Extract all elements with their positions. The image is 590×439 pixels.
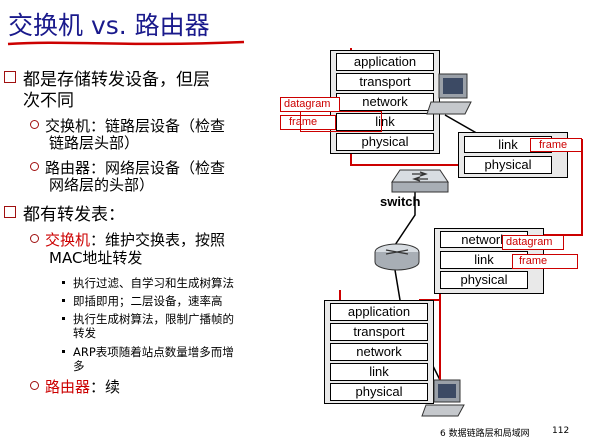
bullet-1: 都是存储转发设备，但层 — [4, 70, 210, 91]
switch-table-line2: MAC地址转发 — [49, 249, 143, 267]
footer-page-number: 112 — [552, 426, 570, 436]
dot-bullet-icon — [62, 350, 65, 353]
tertiary-item: 即插即用；二层设备，速率高 — [62, 294, 223, 308]
sub-bullet-switch-line2: 链路层头部） — [49, 134, 140, 152]
sub-bullet-router-table: 路由器：续 — [30, 379, 120, 396]
computer-icon — [426, 73, 472, 115]
switch-table-rest: ：维护交换表，按照 — [90, 231, 226, 249]
tag-frame-router: frame — [512, 254, 578, 269]
switch-caption: switch — [380, 194, 421, 209]
bottom-layer-application: application — [330, 303, 428, 321]
switch-label-red: 交换机 — [45, 231, 91, 249]
tertiary-item: 执行生成树算法，限制广播帧的 — [62, 312, 234, 326]
dot-bullet-icon — [62, 317, 65, 320]
sub-bullet-router-line2: 网络层的头部） — [49, 176, 155, 194]
tag-datagram-router: datagram — [502, 235, 564, 250]
tertiary-item: ARP表项随着站点数量增多而增 — [62, 345, 234, 359]
sub-bullet-router-line1: 路由器：网络层设备（检查 — [45, 159, 226, 177]
tertiary-text-4-line2: 多 — [73, 359, 85, 373]
tertiary-text-4: ARP表项随着站点数量增多而增 — [73, 345, 234, 359]
bullet-1-line1: 都是存储转发设备，但层 — [23, 70, 210, 90]
layer-link: link — [336, 113, 434, 131]
ring-bullet-icon — [30, 162, 39, 171]
bullet-2-text: 都有转发表： — [23, 205, 125, 225]
bullet-2: 都有转发表： — [4, 205, 125, 226]
router-table-rest: ：续 — [90, 378, 121, 396]
switch-layer-physical: physical — [464, 156, 552, 174]
layer-network: network — [336, 93, 434, 111]
bottom-layer-transport: transport — [330, 323, 428, 341]
tertiary-text-3-line2: 转发 — [73, 326, 96, 340]
tertiary-item: 执行过滤、自学习和生成树算法 — [62, 276, 234, 290]
router-icon — [374, 243, 420, 271]
dot-bullet-icon — [62, 281, 65, 284]
page-title: 交换机 vs. 路由器 — [8, 11, 210, 40]
router-layer-physical: physical — [440, 271, 528, 289]
highlight-frame — [300, 111, 382, 132]
bottom-layer-physical: physical — [330, 383, 428, 401]
ring-bullet-icon — [30, 120, 39, 129]
bullet-1-line2: 次不同 — [23, 91, 74, 111]
sub-bullet-router: 路由器：网络层设备（检查 — [30, 160, 225, 177]
tag-frame-switch: frame — [530, 138, 582, 152]
footer-chapter: 6 数据链路层和局域网 — [440, 429, 530, 439]
tertiary-text-3: 执行生成树算法，限制广播帧的 — [73, 312, 234, 326]
square-bullet-icon — [4, 206, 16, 218]
layer-application: application — [336, 53, 434, 71]
ring-bullet-icon — [30, 234, 39, 243]
computer-icon-bottom — [421, 379, 465, 417]
layer-transport: transport — [336, 73, 434, 91]
router-label-red: 路由器 — [45, 378, 91, 396]
bottom-layer-link: link — [330, 363, 428, 381]
tag-datagram: datagram — [280, 97, 340, 112]
tertiary-text-1: 执行过滤、自学习和生成树算法 — [73, 276, 234, 290]
ring-bullet-icon — [30, 381, 39, 390]
tertiary-text-2: 即插即用；二层设备，速率高 — [73, 294, 223, 308]
bottom-layer-network: network — [330, 343, 428, 361]
tag-frame: frame — [280, 115, 336, 130]
switch-icon — [391, 169, 449, 193]
router-layer-link: link — [440, 251, 528, 269]
title-underline — [7, 40, 245, 46]
square-bullet-icon — [4, 71, 16, 83]
sub-bullet-switch: 交换机：链路层设备（检查 — [30, 118, 225, 135]
layer-physical: physical — [336, 133, 434, 151]
sub-bullet-switch-table: 交换机：维护交换表，按照 — [30, 232, 225, 249]
dot-bullet-icon — [62, 299, 65, 302]
sub-bullet-switch-line1: 交换机：链路层设备（检查 — [45, 117, 226, 135]
